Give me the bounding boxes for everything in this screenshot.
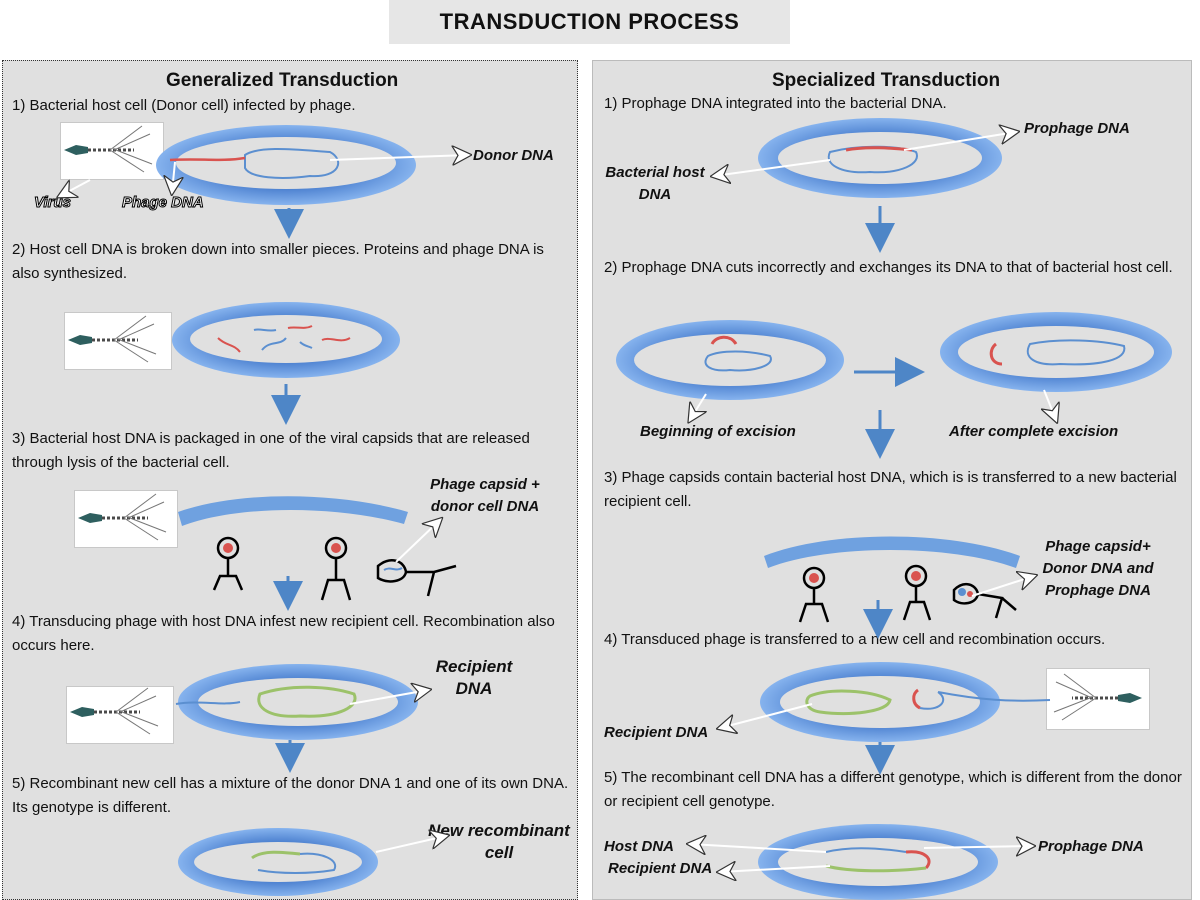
specialized-step-3: 3) Phage capsids contain bacterial host …: [604, 469, 1177, 510]
phage-photo-5: [1046, 668, 1150, 730]
label-phage-capsid-donor-prophage: Phage capsid+ Donor DNA and Prophage DNA: [1042, 538, 1154, 599]
label-prophage-dna-2: Prophage DNA: [1038, 838, 1144, 855]
specialized-step-5: 5) The recombinant cell DNA has a differ…: [604, 769, 1182, 810]
generalized-step-3: 3) Bacterial host DNA is packaged in one…: [12, 430, 530, 471]
label-recipient-dna-spec-2: Recipient DNA: [608, 860, 713, 877]
label-recipient-dna-gen: Recipient DNA: [435, 657, 513, 698]
label-phage-capsid-donor: Phage capsid + donor cell DNA: [430, 476, 540, 515]
phage-photo-1: [60, 122, 164, 180]
specialized-step-2: 2) Prophage DNA cuts incorrectly and exc…: [604, 259, 1173, 276]
label-bacterial-host-dna: Bacterial host DNA: [605, 164, 705, 203]
phage-photo-4: [66, 686, 174, 744]
generalized-step-2: 2) Host cell DNA is broken down into sma…: [12, 241, 544, 282]
label-phage-dna: Phage DNA: [122, 194, 205, 212]
page-title: TRANSDUCTION PROCESS: [389, 0, 790, 44]
label-virus: Virus: [34, 194, 72, 212]
label-new-recombinant: New recombinant cell: [428, 821, 570, 862]
label-prophage-dna: Prophage DNA: [1024, 120, 1130, 137]
generalized-heading: Generalized Transduction: [166, 70, 399, 91]
phage-photo-2: [64, 312, 172, 370]
generalized-step-4: 4) Transducing phage with host DNA infes…: [12, 613, 555, 654]
label-recipient-dna-spec: Recipient DNA: [604, 724, 709, 741]
label-beginning-excision: Beginning of excision: [640, 423, 796, 440]
phage-photo-3: [74, 490, 178, 548]
label-donor-dna: Donor DNA: [473, 147, 554, 164]
specialized-heading: Specialized Transduction: [772, 70, 1001, 91]
generalized-step-1: 1) Bacterial host cell (Donor cell) infe…: [12, 97, 356, 114]
label-host-dna: Host DNA: [604, 838, 674, 855]
specialized-step-1: 1) Prophage DNA integrated into the bact…: [604, 95, 947, 112]
generalized-step-5: 5) Recombinant new cell has a mixture of…: [12, 775, 569, 816]
label-after-excision: After complete excision: [949, 423, 1119, 440]
specialized-step-4: 4) Transduced phage is transferred to a …: [604, 631, 1106, 648]
